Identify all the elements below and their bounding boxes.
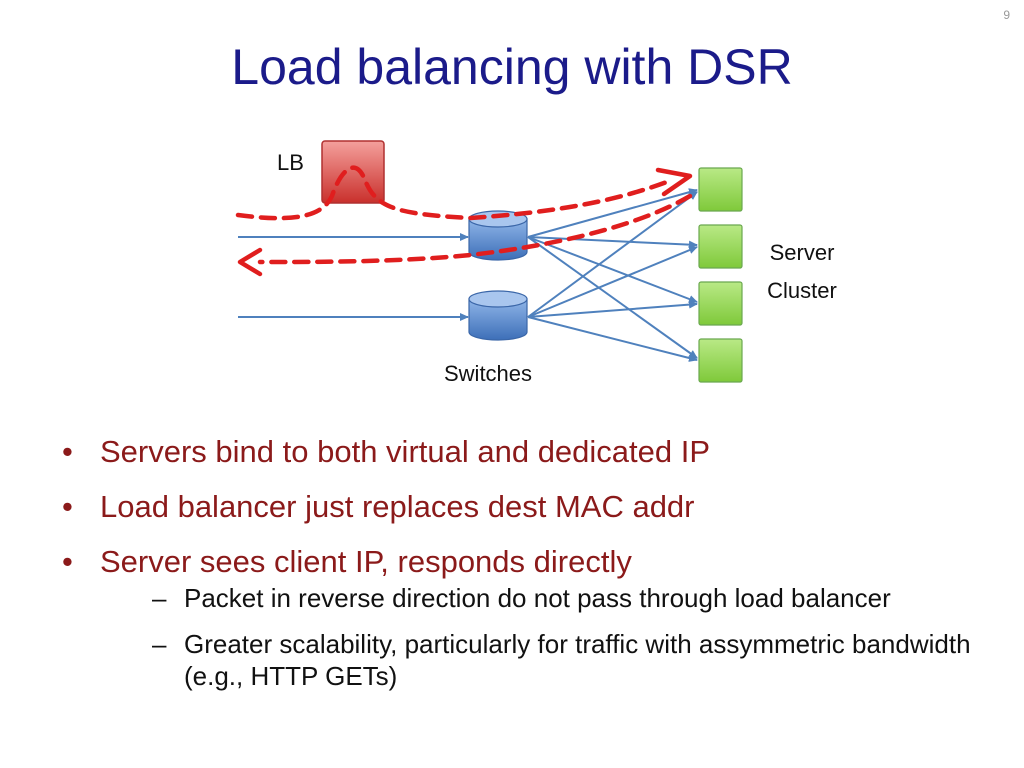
subbullet-item: – Packet in reverse direction do not pas… bbox=[100, 582, 1002, 614]
server-1 bbox=[698, 167, 743, 212]
server-2 bbox=[698, 224, 743, 269]
dashed-arrowhead-return bbox=[237, 247, 263, 277]
bullet-glyph: • bbox=[62, 489, 73, 524]
subbullet-text: Packet in reverse direction do not pass … bbox=[184, 583, 891, 613]
dashed-arrowhead-inbound bbox=[655, 167, 693, 197]
link-s2-v4 bbox=[527, 316, 698, 362]
switch-server-links bbox=[527, 188, 698, 362]
link-s1-v2 bbox=[527, 236, 698, 249]
dsr-diagram: LB Switches Server Cluster bbox=[235, 140, 837, 386]
subbullet-list: – Packet in reverse direction do not pas… bbox=[100, 582, 1002, 692]
dash-glyph: – bbox=[152, 629, 167, 659]
bullet-list: • Servers bind to both virtual and dedic… bbox=[62, 432, 1002, 707]
switch-bottom bbox=[468, 290, 528, 341]
switches-label: Switches bbox=[444, 361, 532, 386]
link-s1-v1 bbox=[527, 188, 698, 238]
bullet-item: • Load balancer just replaces dest MAC a… bbox=[62, 487, 1002, 527]
bullet-text: Servers bind to both virtual and dedicat… bbox=[100, 434, 711, 469]
server-3 bbox=[698, 281, 743, 326]
bullet-glyph: • bbox=[62, 434, 73, 469]
lb-label: LB bbox=[277, 150, 304, 175]
slide-title: Load balancing with DSR bbox=[231, 39, 793, 95]
link-s2-v1 bbox=[527, 191, 698, 318]
slide-number: 9 bbox=[1003, 8, 1010, 22]
link-s1-v3 bbox=[527, 236, 698, 303]
server-cluster-label-line2: Cluster bbox=[767, 278, 837, 303]
bullet-glyph: • bbox=[62, 544, 73, 579]
subbullet-text: Greater scalability, particularly for tr… bbox=[184, 629, 971, 691]
dashed-path-inbound bbox=[235, 165, 675, 221]
bullet-text: Server sees client IP, responds directly bbox=[100, 544, 632, 579]
bullet-item: • Servers bind to both virtual and dedic… bbox=[62, 432, 1002, 472]
link-s2-v2 bbox=[527, 246, 698, 318]
dashed-path-return bbox=[257, 193, 693, 265]
link-s2-v3 bbox=[527, 300, 698, 318]
bullet-item: • Server sees client IP, responds direct… bbox=[62, 542, 1002, 692]
link-s1-v4 bbox=[527, 236, 698, 359]
server-cluster-label-line1: Server bbox=[770, 240, 835, 265]
bullet-text: Load balancer just replaces dest MAC add… bbox=[100, 489, 695, 524]
server-4 bbox=[698, 338, 743, 383]
subbullet-item: – Greater scalability, particularly for … bbox=[100, 628, 1002, 692]
dash-glyph: – bbox=[152, 583, 167, 613]
